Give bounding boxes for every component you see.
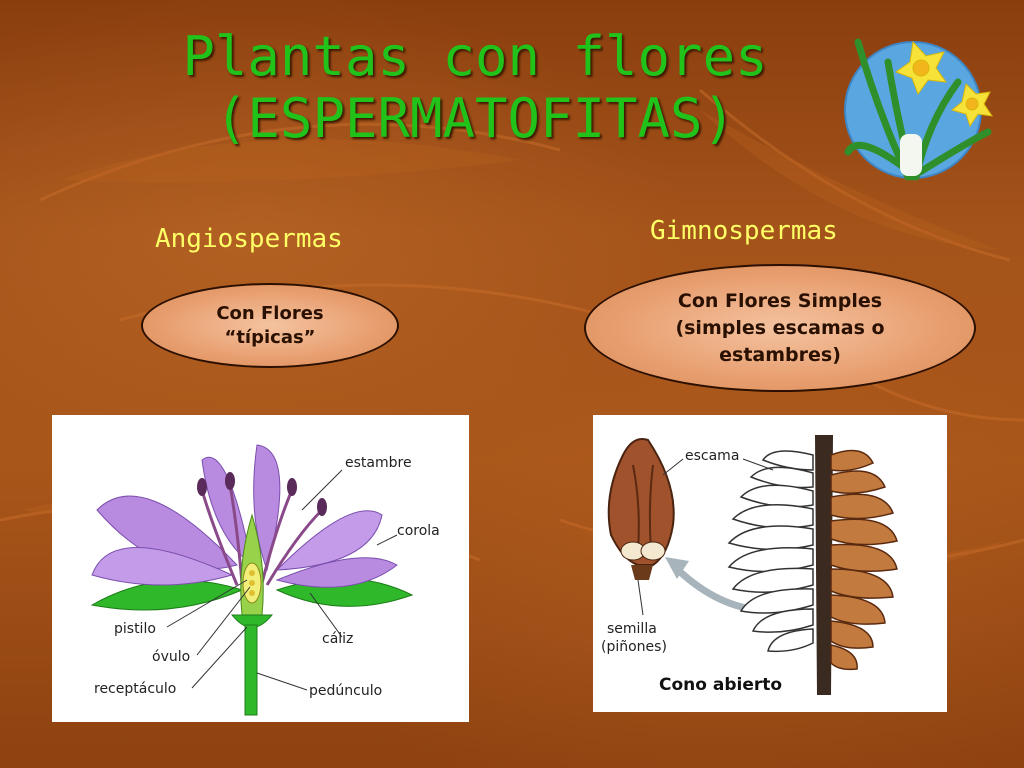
label-corola: corola [397, 523, 440, 539]
angiospermas-oval: Con Flores “típicas” [141, 283, 399, 368]
label-pinones: (piñones) [601, 639, 667, 655]
label-receptaculo: receptáculo [94, 681, 177, 697]
title-line-2: (ESPERMATOFITAS) [214, 87, 736, 150]
gimnospermas-oval-line-2: (simples escamas o [675, 316, 885, 339]
label-pistilo: pistilo [114, 621, 156, 637]
label-pedunculo: pedúnculo [309, 683, 383, 699]
label-ovulo: óvulo [152, 649, 191, 665]
label-caliz: cáliz [322, 631, 354, 647]
gimnospermas-oval: Con Flores Simples (simples escamas o es… [584, 264, 976, 392]
angiospermas-oval-line-1: Con Flores [216, 302, 324, 324]
label-semilla: semilla [607, 621, 657, 637]
gimnospermas-heading: Gimnospermas [650, 216, 838, 246]
label-escama: escama [685, 448, 740, 464]
angiospermas-heading: Angiospermas [155, 224, 343, 254]
flower-illustration [90, 444, 414, 716]
angiospermas-oval-line-2: “típicas” [224, 326, 316, 348]
slide-title: Plantas con flores (ESPERMATOFITAS) [150, 26, 800, 150]
cone-illustration [607, 435, 898, 695]
label-estambre: estambre [345, 455, 412, 471]
daffodil-logo-icon [844, 38, 994, 181]
gimnospermas-oval-line-3: estambres) [719, 343, 841, 366]
cone-diagram: escama semilla (piñones) Cono abierto [593, 415, 947, 712]
label-cono-abierto: Cono abierto [659, 675, 783, 695]
gimnospermas-oval-line-1: Con Flores Simples [677, 289, 883, 312]
flower-diagram: estambre corola pistilo cáliz óvulo rece… [52, 415, 469, 722]
title-line-1: Plantas con flores [182, 25, 768, 88]
